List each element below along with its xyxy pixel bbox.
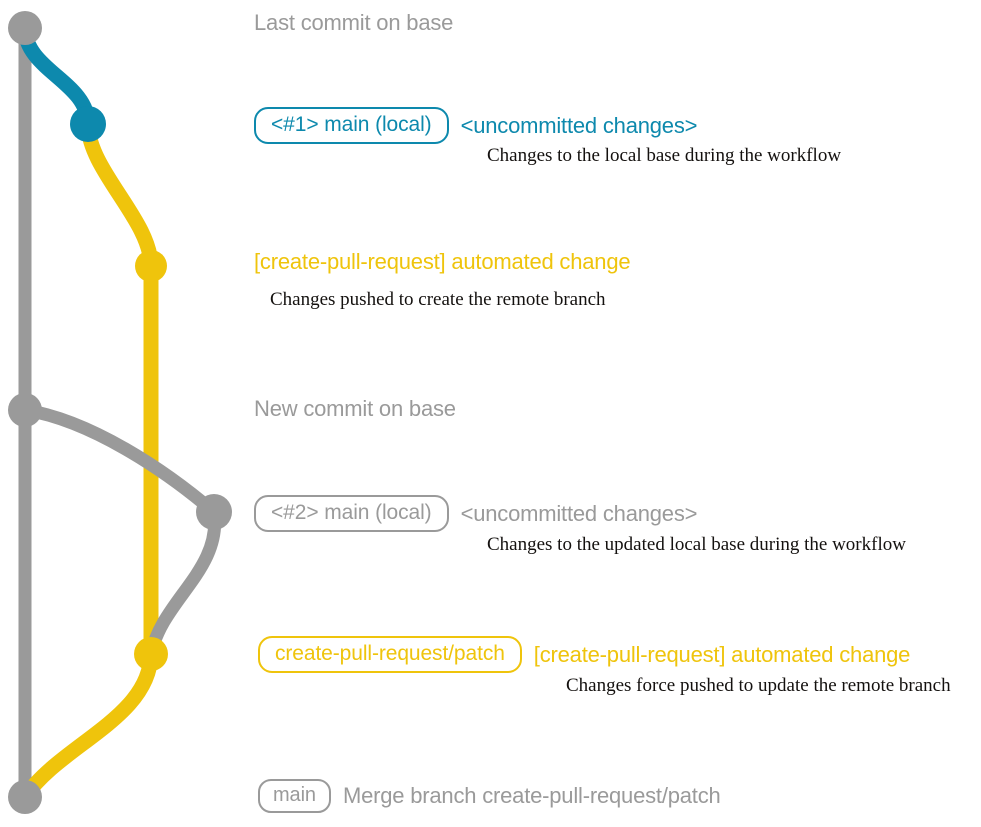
commit-node-last-commit-on-base [8,11,42,45]
commit-node-automated-change-1 [135,250,167,282]
commit-node-new-commit-on-base [8,393,42,427]
commit-subject: [create-pull-request] automated change [254,249,631,274]
commit-node-merge-commit [8,780,42,814]
ref-badge-main[interactable]: main [258,779,331,813]
commit-node-local-uncommitted-2 [196,494,232,530]
commit-note-local-uncommitted-2: Changes to the updated local base during… [487,534,906,555]
commit-note-local-uncommitted-1: Changes to the local base during the wor… [487,145,842,166]
commit-subject: Merge branch create-pull-request/patch [342,783,721,808]
commit-subject: [create-pull-request] automated change [533,641,911,667]
commit-row-local-uncommitted-1: <#1> main (local) <uncommitted changes> [254,107,697,144]
commit-subject: Last commit on base [254,10,454,35]
edge-local-branch-1 [17,20,96,132]
commit-row-automated-change-1: [create-pull-request] automated change [254,249,631,274]
graph-edges [17,20,222,805]
commit-row-automated-change-2: create-pull-request/patch [create-pull-r… [258,636,910,673]
commit-note-automated-change-2: Changes force pushed to update the remot… [566,675,951,696]
commit-row-merge-commit: main Merge branch create-pull-request/pa… [258,779,721,813]
commit-row-last-commit-on-base: Last commit on base [254,12,453,34]
ref-badge-create-pull-request-patch[interactable]: create-pull-request/patch [258,636,522,673]
graph-nodes [8,11,232,814]
commit-note-automated-change-1: Changes pushed to create the remote bran… [270,289,606,310]
commit-node-local-uncommitted-1 [70,106,106,142]
commit-row-new-commit-on-base: New commit on base [254,398,456,420]
commit-subject: New commit on base [254,396,456,421]
ref-badge-main-local-2[interactable]: <#2> main (local) [254,495,449,532]
edge-local-2-to-patch-2 [144,505,222,661]
commit-subject: <uncommitted changes> [460,112,698,138]
commit-node-automated-change-2 [134,637,168,671]
edge-local-branch-2 [18,403,221,519]
edge-patch-branch-1 [80,116,159,274]
edge-patch-merge [17,646,159,805]
ref-badge-main-local-1[interactable]: <#1> main (local) [254,107,449,144]
commit-subject: <uncommitted changes> [460,500,698,526]
commit-row-local-uncommitted-2: <#2> main (local) <uncommitted changes> [254,495,697,532]
